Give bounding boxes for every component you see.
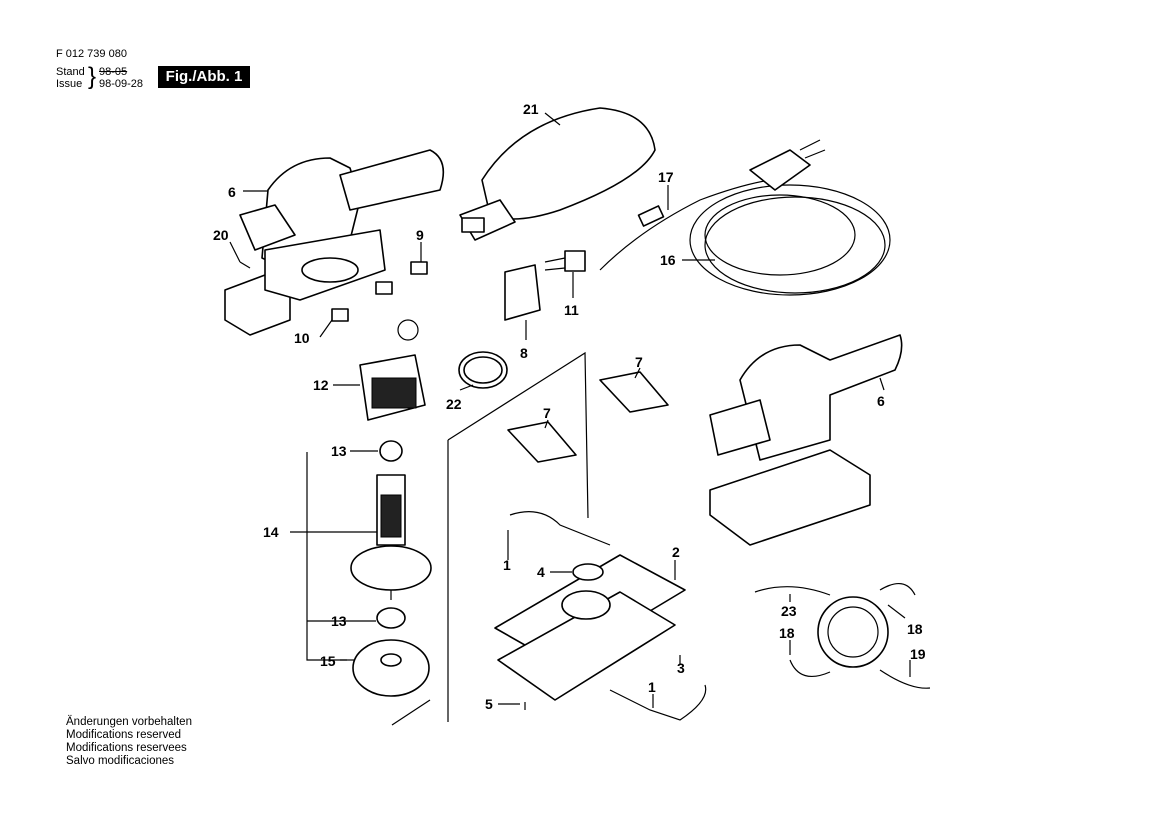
- callout-13-bottom: 13: [331, 613, 347, 629]
- callout-19: 19: [910, 646, 926, 662]
- disclaimer-line-fr: Modifications reservees: [66, 742, 187, 754]
- callout-1-bottom: 1: [648, 679, 656, 695]
- group-outline: [447, 351, 589, 519]
- callout-11: 11: [564, 302, 579, 318]
- callout-12: 12: [313, 377, 329, 393]
- callout-13-top: 13: [331, 443, 347, 459]
- switch-module-part: [504, 264, 541, 321]
- issue-label: Issue: [56, 78, 83, 90]
- disclaimer-line-de: Änderungen vorbehalten: [66, 716, 192, 728]
- callout-17: 17: [658, 169, 674, 185]
- bracket-part-top: [599, 371, 669, 413]
- callout-5: 5: [485, 696, 493, 712]
- wiring-part: [754, 583, 931, 689]
- callout-10: 10: [294, 330, 310, 346]
- figure-label: Fig./Abb. 1: [158, 66, 250, 88]
- callout-14: 14: [263, 524, 279, 540]
- sanding-plate-part: [494, 554, 686, 701]
- callout-4: 4: [537, 564, 545, 580]
- callout-7-bottom: 7: [543, 405, 551, 421]
- callout-2: 2: [672, 544, 680, 560]
- callout-22: 22: [446, 396, 462, 412]
- callout-18-left: 18: [779, 625, 795, 641]
- callout-3: 3: [677, 660, 685, 676]
- callout-7-top: 7: [635, 354, 643, 370]
- assembled-sander-part: [709, 334, 903, 546]
- fan-part: [352, 639, 430, 697]
- callout-20: 20: [213, 227, 229, 243]
- callout-23: 23: [781, 603, 797, 619]
- capacitor-part: [564, 250, 586, 272]
- callout-6-right: 6: [877, 393, 885, 409]
- switch-part: [410, 261, 428, 275]
- stand-date: 98-05: [99, 66, 128, 78]
- callout-9: 9: [416, 227, 424, 243]
- armature-part: [350, 474, 432, 600]
- bearing-top-part: [379, 440, 403, 462]
- power-cord-part: [599, 139, 891, 296]
- callout-21: 21: [523, 101, 539, 117]
- callout-1-top: 1: [503, 557, 511, 573]
- group-bracket: [306, 452, 347, 661]
- clip-part-2: [331, 308, 349, 322]
- dust-bag-part: [459, 107, 656, 241]
- field-coil-part: [359, 319, 426, 421]
- callout-8: 8: [520, 345, 528, 361]
- bearing-bottom-part: [376, 607, 406, 629]
- clip-part: [375, 281, 393, 295]
- disclaimer-line-es: Salvo modificaciones: [66, 755, 175, 767]
- screw-part: [239, 261, 251, 269]
- callout-6-left: 6: [228, 184, 236, 200]
- callout-16: 16: [660, 252, 676, 268]
- disclaimer-line-en: Modifications reserved: [66, 729, 182, 741]
- doc-number: F 012 739 080: [56, 48, 127, 60]
- issue-date: 98-09-28: [99, 78, 144, 90]
- callout-18-right: 18: [907, 621, 923, 637]
- clamp-spring-part: [509, 511, 611, 546]
- housing-left-part: [224, 149, 445, 336]
- callout-15: 15: [320, 653, 336, 669]
- clamp-spring-part-2: [609, 684, 707, 721]
- bracket-glyph: }: [88, 63, 97, 90]
- stand-label: Stand: [56, 66, 85, 78]
- disclaimer-block: Änderungen vorbehalten Modifications res…: [66, 716, 192, 768]
- leader-lines: [229, 112, 911, 708]
- bracket-part: [507, 421, 577, 463]
